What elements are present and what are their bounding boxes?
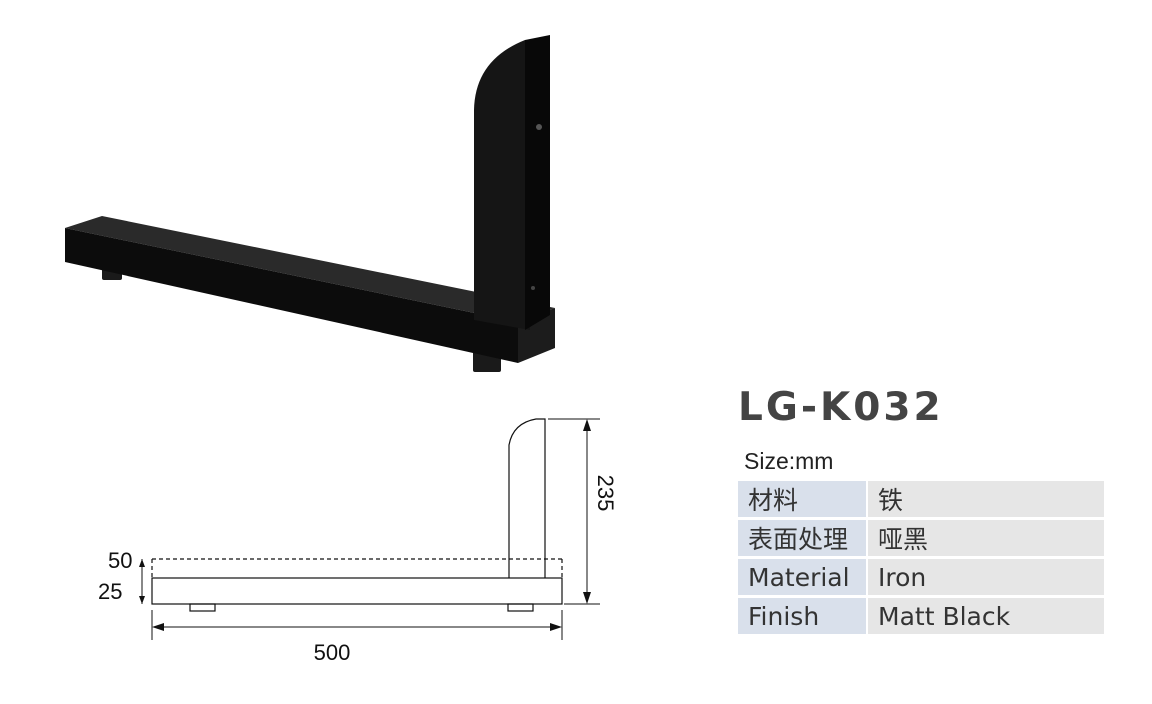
spec-key: 表面处理 bbox=[738, 520, 866, 556]
foot-left-outline bbox=[189, 603, 216, 612]
product-photo bbox=[65, 35, 555, 372]
base-bar-outline bbox=[151, 577, 563, 605]
upright-side bbox=[474, 40, 530, 330]
size-unit-label: Size:mm bbox=[744, 448, 834, 474]
spec-key: Material bbox=[738, 559, 866, 595]
spec-value: Iron bbox=[866, 559, 1104, 595]
spec-row: 表面处理 哑黑 bbox=[738, 520, 1104, 556]
upright-hole-lower bbox=[531, 286, 535, 290]
height-arrow-bottom bbox=[583, 592, 591, 604]
spec-value: 哑黑 bbox=[866, 520, 1104, 556]
spec-row: 材料 铁 bbox=[738, 481, 1104, 517]
spec-key: Finish bbox=[738, 598, 866, 634]
upright-front bbox=[525, 35, 550, 330]
upright-hole bbox=[536, 124, 542, 130]
base-bar-front bbox=[65, 228, 518, 363]
bar-dim-label: 25 bbox=[98, 579, 122, 604]
foot-dim-label: 50 bbox=[108, 548, 132, 573]
height-dim-label: 235 bbox=[593, 475, 618, 512]
foot-right-outline bbox=[507, 603, 534, 612]
spec-row: Finish Matt Black bbox=[738, 598, 1104, 634]
dimension-drawing: 235 500 50 25 bbox=[98, 418, 618, 665]
spec-row: Material Iron bbox=[738, 559, 1104, 595]
length-arrow-left bbox=[152, 623, 164, 631]
upright-outline bbox=[508, 418, 546, 578]
foot-arrow-top bbox=[139, 559, 145, 567]
length-dim-label: 500 bbox=[314, 640, 351, 665]
spec-value: 铁 bbox=[866, 481, 1104, 517]
length-arrow-right bbox=[550, 623, 562, 631]
spec-key: 材料 bbox=[738, 481, 866, 517]
foot-arrow-bottom bbox=[139, 596, 145, 604]
model-number: LG-K032 bbox=[738, 385, 944, 430]
base-bar-top bbox=[65, 216, 555, 322]
spec-table: 材料 铁 表面处理 哑黑 Material Iron Finish Matt B… bbox=[738, 478, 1104, 637]
spec-value: Matt Black bbox=[866, 598, 1104, 634]
height-arrow-top bbox=[583, 419, 591, 431]
